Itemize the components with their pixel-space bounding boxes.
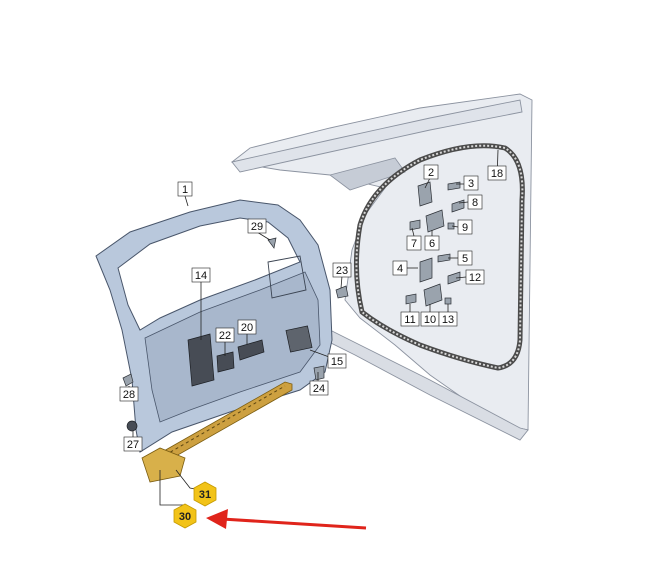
car-sill xyxy=(324,329,529,441)
callout-7: 7 xyxy=(406,235,422,251)
svg-text:24: 24 xyxy=(313,383,325,395)
car-roof-edge xyxy=(231,99,523,173)
svg-text:9: 9 xyxy=(462,222,468,234)
speaker-grille-15 xyxy=(285,325,313,353)
svg-text:23: 23 xyxy=(336,265,348,277)
callout-31-highlight: 31 xyxy=(193,481,217,507)
door-check-20 xyxy=(237,339,265,361)
bolt-11-icon xyxy=(405,293,417,305)
callout-10: 10 xyxy=(420,311,440,327)
svg-text:28: 28 xyxy=(123,389,135,401)
svg-text:8: 8 xyxy=(472,197,478,209)
callout-28: 28 xyxy=(119,386,139,402)
callout-29: 29 xyxy=(247,218,267,234)
door-lock-22 xyxy=(216,351,235,373)
callout-22: 22 xyxy=(215,327,235,343)
callout-15: 15 xyxy=(327,353,347,369)
bolt-7-icon xyxy=(409,219,421,231)
hinge-10-icon xyxy=(423,283,443,307)
callout-18: 18 xyxy=(487,165,507,181)
clip-28-icon xyxy=(122,373,134,387)
svg-text:10: 10 xyxy=(424,314,436,326)
door-inner-panel xyxy=(144,271,321,423)
svg-text:20: 20 xyxy=(241,322,253,334)
door-trim-strip-dashes xyxy=(159,385,286,459)
callout-3: 3 xyxy=(463,175,479,191)
hinge-4-icon xyxy=(419,257,433,283)
callout-23: 23 xyxy=(332,262,352,278)
callout-5: 5 xyxy=(457,250,473,266)
callout-11: 11 xyxy=(400,311,420,327)
callout-27: 27 xyxy=(123,436,143,452)
callout-8: 8 xyxy=(467,194,483,210)
svg-text:13: 13 xyxy=(442,314,454,326)
callout-6: 6 xyxy=(424,235,440,251)
svg-text:12: 12 xyxy=(469,272,481,284)
svg-text:15: 15 xyxy=(331,356,343,368)
roof-window-opening xyxy=(329,157,406,191)
callout-9: 9 xyxy=(457,219,473,235)
svg-text:2: 2 xyxy=(428,167,434,179)
red-arrow-icon xyxy=(206,509,367,530)
door-seal-texture xyxy=(355,144,524,370)
svg-text:29: 29 xyxy=(251,221,263,233)
hinge-2-icon xyxy=(417,181,433,207)
svg-text:18: 18 xyxy=(491,168,503,180)
svg-text:22: 22 xyxy=(219,330,231,342)
window-regulator xyxy=(267,255,307,299)
svg-text:11: 11 xyxy=(404,314,415,326)
nut-13-icon xyxy=(444,297,452,305)
sound-damper-14 xyxy=(187,333,215,387)
callout-2: 2 xyxy=(423,164,439,180)
svg-text:6: 6 xyxy=(429,238,435,250)
screw-23-icon xyxy=(335,285,349,299)
svg-text:1: 1 xyxy=(182,184,188,196)
callout-12: 12 xyxy=(465,269,485,285)
callout-4: 4 xyxy=(392,260,408,276)
svg-text:27: 27 xyxy=(127,439,139,451)
grommet-27-icon xyxy=(126,420,138,432)
door-sill-trim xyxy=(141,447,186,483)
callout-14: 14 xyxy=(191,267,211,283)
callout-20: 20 xyxy=(237,319,257,335)
svg-text:4: 4 xyxy=(397,263,403,275)
screw-24-icon xyxy=(313,365,325,381)
svg-text:14: 14 xyxy=(195,270,207,282)
callout-24: 24 xyxy=(309,380,329,396)
svg-text:3: 3 xyxy=(468,178,474,190)
callout-1: 1 xyxy=(177,181,193,197)
svg-text:5: 5 xyxy=(462,253,468,265)
hinge-6-icon xyxy=(425,209,445,233)
svg-text:30: 30 xyxy=(179,511,191,523)
bolt-5-icon xyxy=(437,253,451,263)
clip-29-icon xyxy=(267,237,277,249)
bolt-12-icon xyxy=(447,271,461,285)
svg-text:7: 7 xyxy=(411,238,417,250)
callout-13: 13 xyxy=(438,311,458,327)
svg-text:31: 31 xyxy=(199,489,211,501)
callout-30-highlight: 30 xyxy=(173,503,197,529)
